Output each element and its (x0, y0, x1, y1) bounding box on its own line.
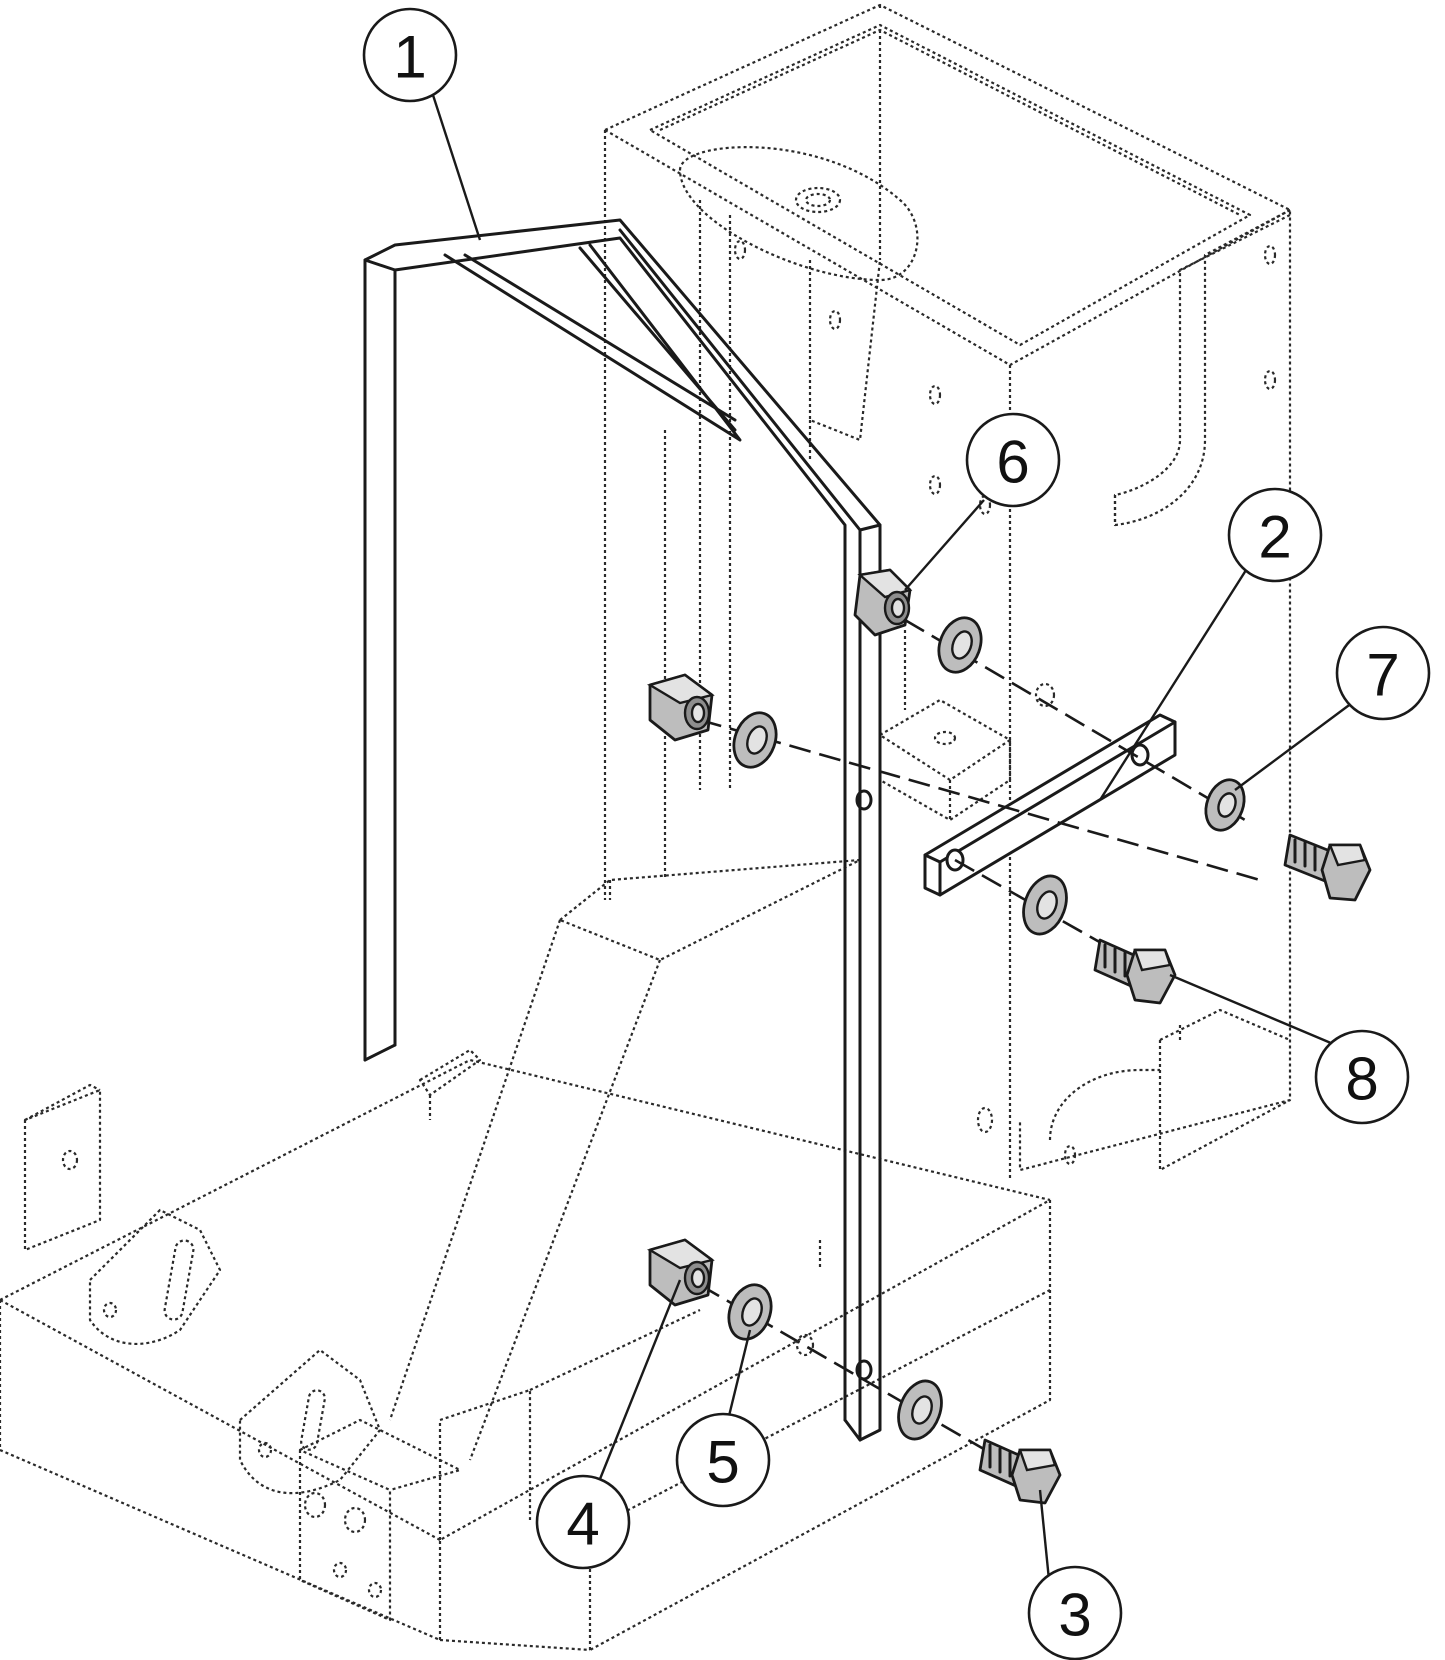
washer-plate (1022, 874, 1068, 936)
flat-plate (923, 713, 1177, 897)
callout-3-label: 3 (1058, 1582, 1091, 1649)
washer-upper (937, 616, 983, 674)
callout-5-label: 5 (706, 1429, 739, 1496)
callout-6-label: 6 (996, 429, 1029, 496)
washer-lower (897, 1379, 943, 1441)
callout-8: 8 (1314, 1029, 1410, 1125)
hex-nut-lower (647, 1238, 715, 1307)
callout-7: 7 (1335, 625, 1431, 721)
callout-4: 4 (535, 1474, 631, 1570)
callout-5: 5 (675, 1412, 771, 1508)
machine-column (603, 3, 1292, 1180)
bolt-8 (1093, 938, 1177, 1005)
callout-2-label: 2 (1258, 504, 1291, 571)
washer-5 (727, 1283, 773, 1341)
leader-lines (430, 91, 1361, 1591)
frame-bar (363, 218, 882, 1442)
hex-nut-middle (647, 673, 715, 742)
callout-2: 2 (1227, 487, 1323, 583)
callout-7-label: 7 (1366, 642, 1399, 709)
callout-6: 6 (965, 412, 1061, 508)
callout-4-label: 4 (566, 1491, 599, 1558)
bolt-upper (1283, 833, 1372, 902)
washer-middle (732, 711, 778, 769)
callout-1-label: 1 (393, 24, 426, 91)
callout-1: 1 (362, 7, 458, 103)
bolt-3 (978, 1438, 1062, 1505)
callout-8-label: 8 (1345, 1046, 1378, 1113)
machine-base (0, 858, 1052, 1652)
callout-3: 3 (1027, 1565, 1123, 1660)
washer-7 (1204, 778, 1246, 832)
hex-nut-upper (853, 568, 913, 637)
